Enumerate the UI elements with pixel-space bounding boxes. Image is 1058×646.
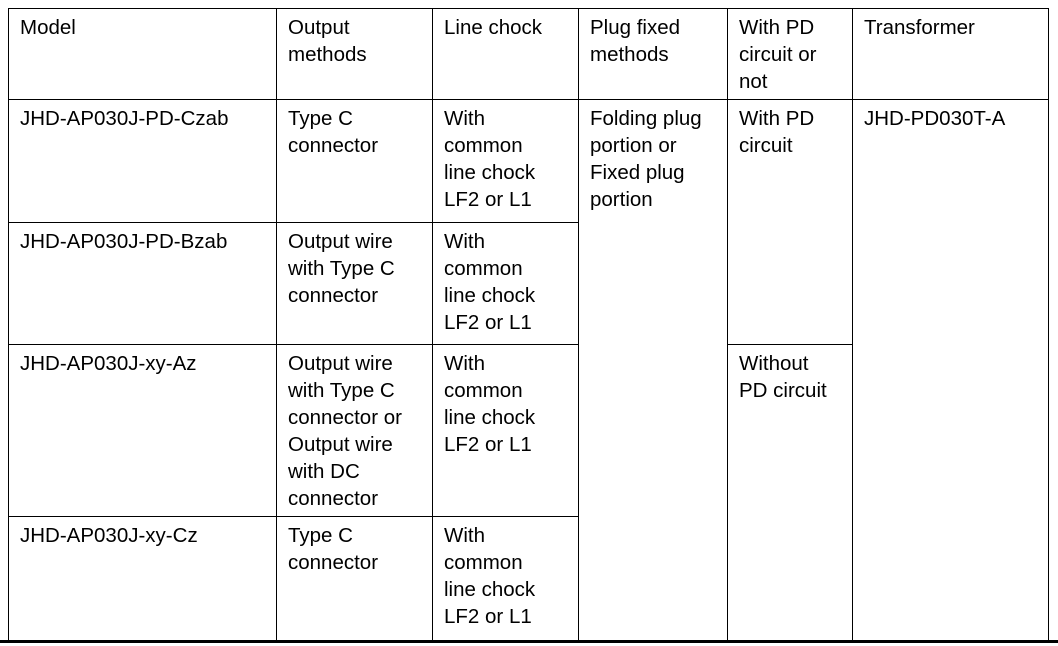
spec-table-container: Model Output methods Line chock Plug fix… (8, 8, 1049, 643)
cell-model: JHD-AP030J-xy-Az (8, 344, 277, 517)
cell-line-chock: With common line chock LF2 or L1 (432, 516, 579, 643)
cell-model: JHD-AP030J-PD-Bzab (8, 222, 277, 345)
cell-model: JHD-AP030J-xy-Cz (8, 516, 277, 643)
cell-output-methods: Output wire with Type C connector or Out… (276, 344, 433, 517)
cell-output-methods: Output wire with Type C connector (276, 222, 433, 345)
cell-model: JHD-AP030J-PD-Czab (8, 99, 277, 223)
cell-plug-fixed-methods: Folding plug portion or Fixed plug porti… (578, 99, 728, 643)
table-row: JHD-AP030J-xy-Cz Type C connector With c… (8, 516, 1049, 643)
cell-line-chock: With common line chock LF2 or L1 (432, 222, 579, 345)
table-header-row: Model Output methods Line chock Plug fix… (8, 8, 1049, 100)
cell-transformer: JHD-PD030T-A (852, 99, 1049, 643)
column-header-transformer: Transformer (852, 8, 1049, 100)
cell-line-chock: With common line chock LF2 or L1 (432, 344, 579, 517)
cell-pd-circuit-without: Without PD circuit (727, 344, 853, 643)
cell-pd-circuit-with: With PD circuit (727, 99, 853, 345)
table-row: JHD-AP030J-PD-Czab Type C connector With… (8, 99, 1049, 643)
table-row: JHD-AP030J-xy-Az Output wire with Type C… (8, 344, 1049, 643)
page-bottom-rule (0, 640, 1058, 643)
column-header-output-methods: Output methods (276, 8, 433, 100)
column-header-with-pd-circuit-or-not: With PD circuit or not (727, 8, 853, 100)
cell-output-methods: Type C connector (276, 516, 433, 643)
cell-output-methods: Type C connector (276, 99, 433, 223)
column-header-plug-fixed-methods: Plug fixed methods (578, 8, 728, 100)
cell-line-chock: With common line chock LF2 or L1 (432, 99, 579, 223)
column-header-line-chock: Line chock (432, 8, 579, 100)
column-header-model: Model (8, 8, 277, 100)
model-specification-table: Model Output methods Line chock Plug fix… (8, 8, 1049, 643)
table-row: JHD-AP030J-PD-Bzab Output wire with Type… (8, 222, 1049, 345)
